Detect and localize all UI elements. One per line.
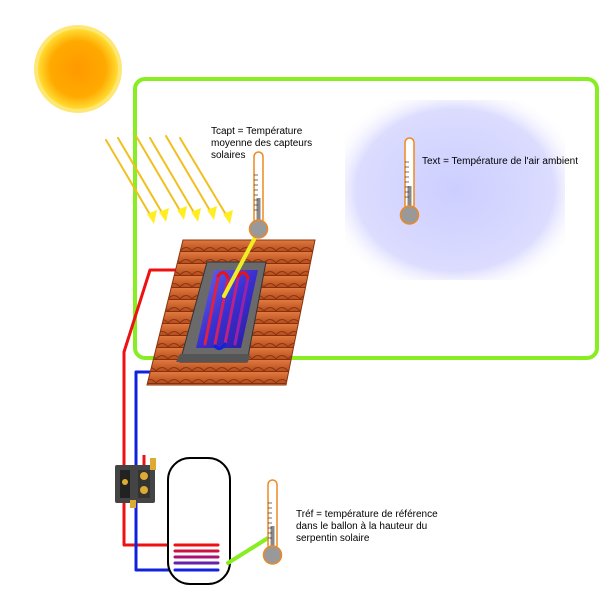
thermometer-icon [262,479,283,565]
text-label: Text = Température de l'air ambient [422,156,578,167]
tcapt-label: Tcapt = Température moyenne des capteurs… [211,126,313,161]
tref-label: Tréf = température de référence dans le … [296,509,438,544]
tank-sensor-wire [226,536,270,565]
pump-station-icon [115,458,156,508]
sun-rays-icon [105,135,233,224]
thermometer-icon [399,137,420,225]
ambient-air-zone [345,100,565,280]
sun-icon [34,25,122,113]
storage-tank-icon [167,457,231,585]
building-outline [133,77,599,360]
thermometer-icon [248,151,269,239]
collector-sensor-wire [222,230,260,298]
solar-collector-icon [176,261,267,363]
